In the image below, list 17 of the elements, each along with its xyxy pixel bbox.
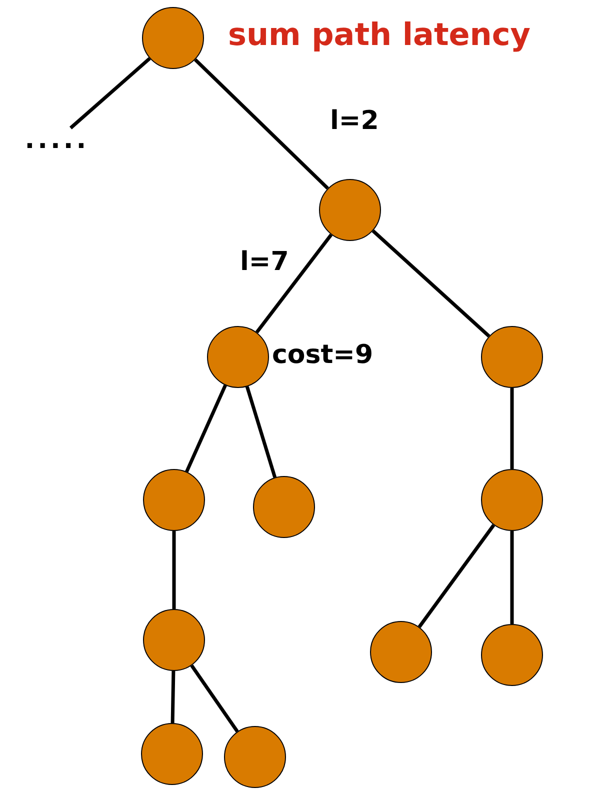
circle-node	[142, 7, 204, 69]
connector-line	[185, 384, 227, 472]
connector-line	[418, 524, 496, 628]
connector-line	[255, 234, 333, 334]
connector-line	[190, 664, 239, 732]
connector-line	[245, 386, 277, 478]
connector-line	[194, 58, 329, 190]
connector-line	[510, 388, 514, 469]
connector-line	[170, 670, 176, 724]
connector-line	[172, 531, 176, 609]
ellipsis-text: .....	[17, 128, 97, 152]
circle-node	[319, 179, 381, 241]
title: sum path latency	[228, 17, 530, 53]
connector-line	[372, 230, 490, 338]
connector-line	[510, 531, 514, 624]
connector-line	[69, 57, 151, 130]
node-caption: cost=9	[272, 340, 374, 370]
